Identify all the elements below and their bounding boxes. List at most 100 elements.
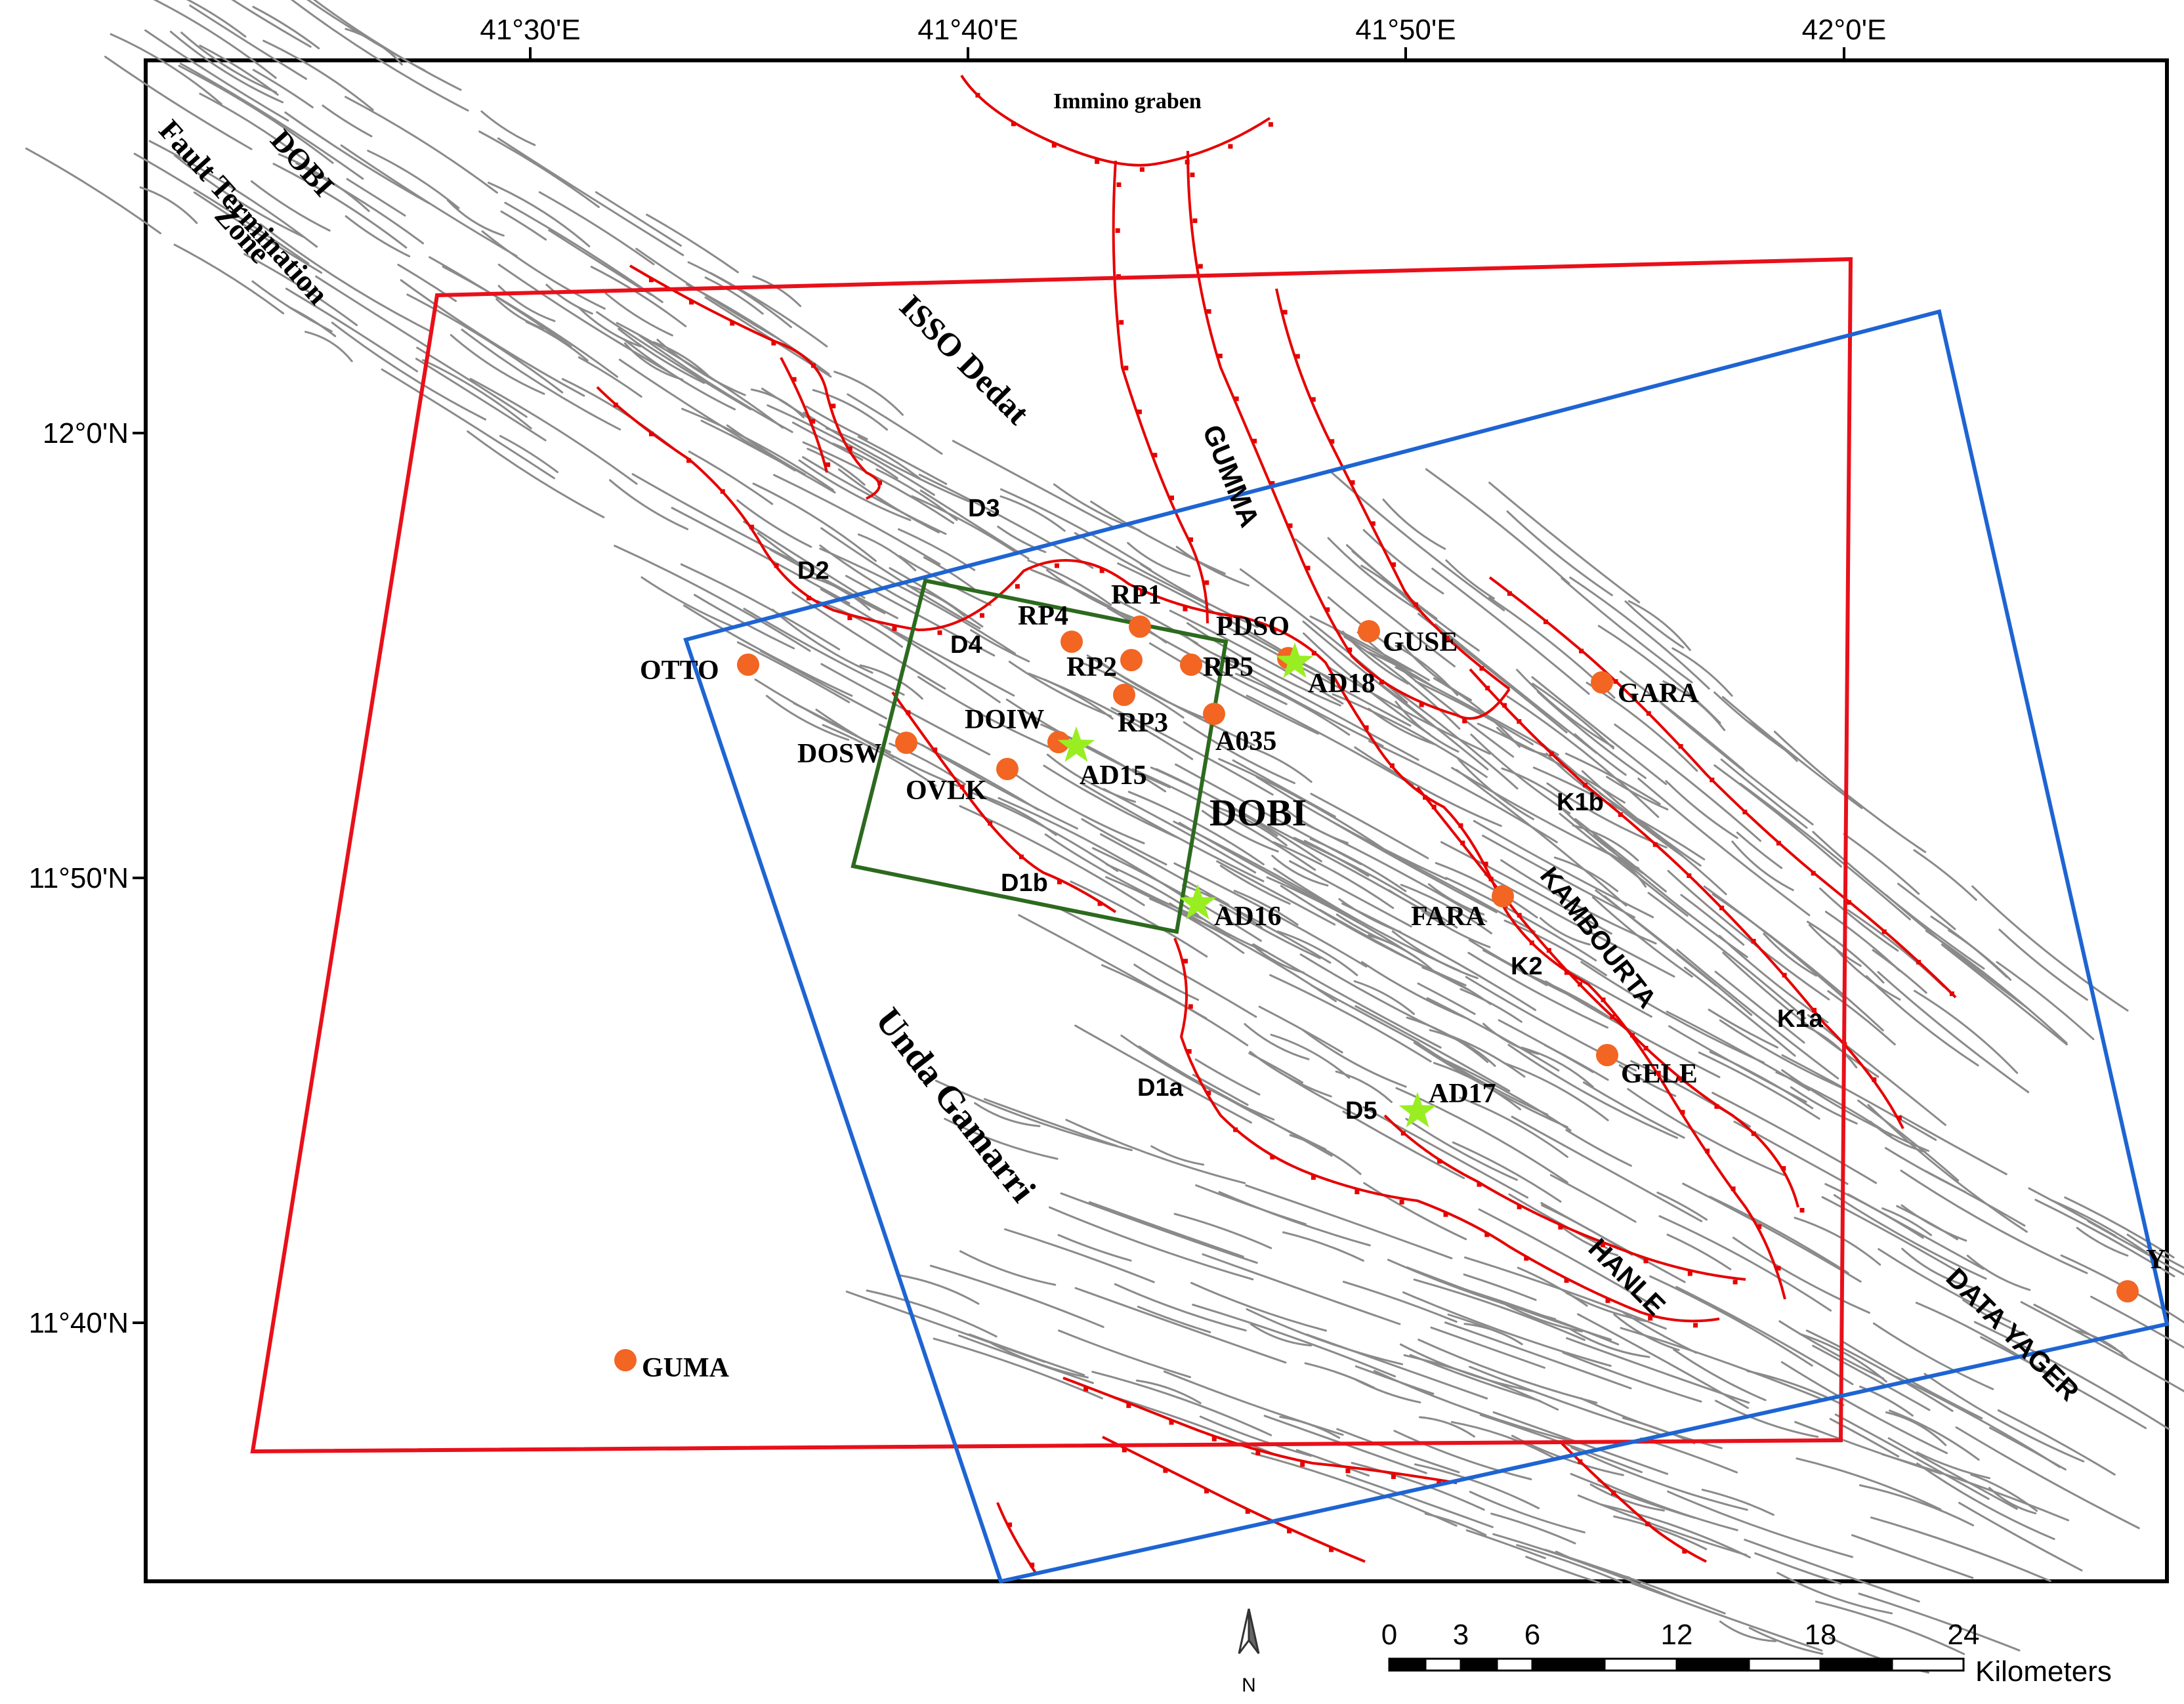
d3-fault [596,386,1786,1300]
lineament [1506,695,1660,818]
lineament [885,625,1015,697]
fault-tick [1347,647,1353,652]
lineament [898,555,992,606]
lineament [1282,1231,1364,1262]
lineament [1175,546,1250,587]
fault-tick [1163,1468,1168,1473]
lineament [1916,1463,2055,1541]
lineament [1351,550,1438,620]
lineament [1812,831,1985,970]
fault-tick [1414,602,1418,608]
lineament [1391,930,1479,980]
fault-tick [1364,725,1369,730]
lineament [752,275,802,307]
station-marker-icon [1203,703,1225,725]
lineament [1271,854,1329,887]
scale-unit-label: Kilometers [1975,1655,2112,1688]
fault-tick [1687,1271,1692,1276]
fault-tick [1483,862,1488,867]
lineament [1343,636,1461,730]
lineament [1018,914,1208,1020]
lineament [1896,1205,1958,1241]
lineament [1091,1371,1272,1436]
lineament [469,377,638,485]
lineament [295,162,425,245]
lineament [1434,1054,1572,1132]
fault-tick [1186,1049,1192,1054]
lineament [1405,1117,1518,1181]
lineament [1832,946,1901,1001]
lineament [1498,1019,1594,1073]
lineament [1566,1337,1750,1404]
lineament [1435,623,1598,755]
lineament [1561,807,1644,875]
lineament [1362,1106,1529,1199]
lineament [1301,1028,1407,1088]
fault-tick [1431,804,1437,810]
lineament [1303,632,1431,736]
lineament [604,292,673,337]
fault-tick [649,431,654,436]
lineament [1847,1193,1984,1270]
lineament [1094,657,1213,722]
lineament [1252,943,1442,1049]
lineament [1796,1457,1942,1510]
lineament [148,140,318,248]
lineament [1966,1255,2031,1291]
lineament [406,293,564,394]
lineament [857,436,948,486]
lineament [1667,1490,1854,1558]
lineament [1201,810,1279,853]
lineament [1887,1437,2018,1510]
lineament [1070,881,1208,958]
scale-segment [1460,1657,1498,1672]
fault-tick [1350,480,1355,485]
lineament [1833,1194,1987,1280]
fault-tick [1206,1091,1211,1096]
lineament [1581,770,1702,867]
lineament [1088,1201,1244,1258]
lineament [1713,764,1842,868]
fault-tick [1517,1205,1522,1209]
station-label: GUSE [1383,627,1458,657]
lineament [1516,1544,1623,1583]
scale-tick-label: 12 [1661,1619,1693,1651]
lineament [415,358,547,442]
lineament [2126,1234,2184,1269]
lineament [1008,661,1112,717]
lineament [1295,1449,1370,1477]
lineament [1712,893,1884,1031]
fault-tick [1564,970,1569,975]
lineament [1258,1005,1343,1054]
station-marker-icon [1180,654,1202,676]
lineament [1506,510,1613,596]
lineament [345,215,411,258]
fault-tick [1391,1474,1396,1480]
scale-segment [1388,1657,1427,1672]
lineament [1373,1369,1577,1444]
station-marker-icon [1596,1044,1618,1066]
fault-tick [1564,1278,1569,1283]
lineament [1304,1362,1376,1389]
fault-tick [1188,537,1193,542]
fault-tick [1270,481,1275,486]
lineament [1058,1329,1191,1379]
scale-segment [1891,1657,1965,1672]
lineament [845,575,996,657]
lineament [1516,669,1614,748]
fault-tick [1206,309,1211,314]
lineament [1463,1273,1537,1301]
lineament [772,608,873,674]
station-label: PDSO [1216,612,1290,642]
lineament [1682,1182,1862,1283]
lineament [729,434,800,472]
lineament [833,371,904,416]
lineament [1478,1208,1654,1306]
lineament [1549,1174,1637,1223]
lineament [743,520,866,599]
lineament [736,641,850,703]
station-label: AD17 [1429,1079,1496,1109]
station-label: DOSW [797,739,881,769]
lineament [1565,1292,1647,1322]
